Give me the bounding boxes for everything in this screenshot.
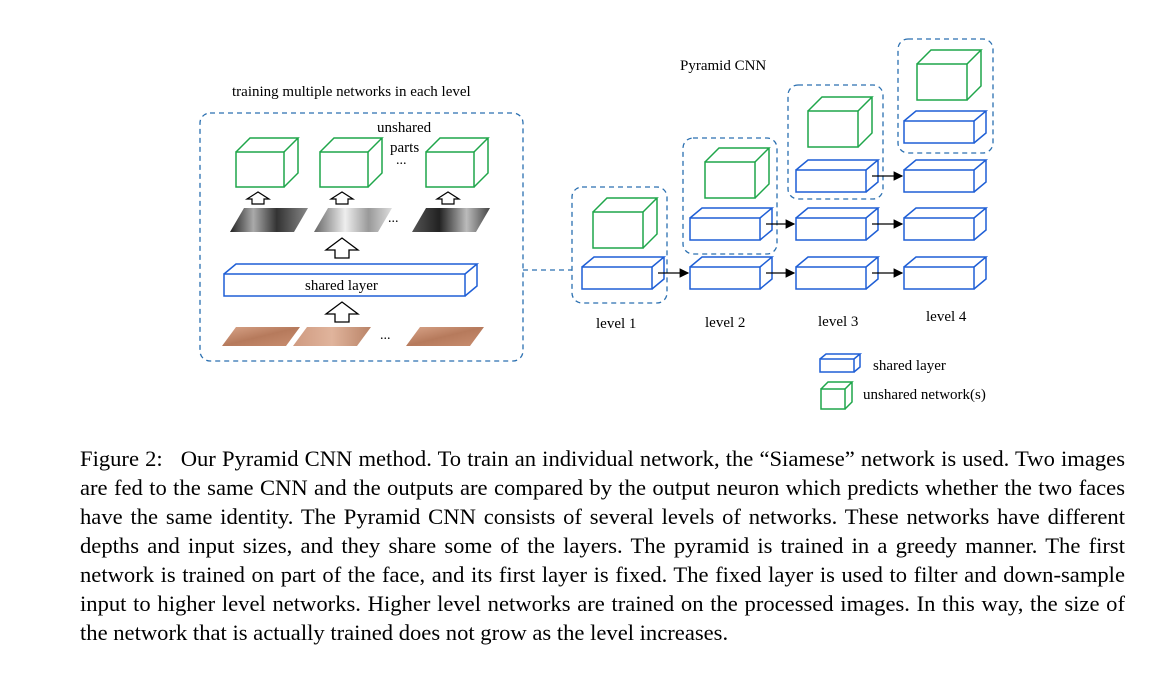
- legend-shared-label: shared layer: [873, 358, 946, 374]
- level-3-unshared-cube: [807, 96, 874, 148]
- caption-label: Figure 2:: [80, 446, 163, 471]
- parts-label: parts: [390, 140, 419, 156]
- level-4-border: [897, 38, 994, 154]
- legend-shared-swatch: [819, 353, 863, 373]
- unshared-cube-2: [319, 137, 384, 188]
- parts-ellipsis: ...: [396, 153, 407, 168]
- caption-text: Our Pyramid CNN method. To train an indi…: [80, 446, 1125, 645]
- level-1-label: level 1: [596, 316, 636, 332]
- pyramid-title: Pyramid CNN: [680, 58, 766, 74]
- left-panel-border: [199, 112, 524, 362]
- face-patch-ellipsis: ...: [380, 328, 391, 343]
- level-4-unshared-cube: [916, 49, 983, 101]
- feature-map-3: [412, 208, 490, 232]
- feature-map-2: [314, 208, 392, 232]
- figure-caption: Figure 2:Our Pyramid CNN method. To trai…: [80, 444, 1125, 647]
- small-up-arrows: [244, 191, 462, 205]
- face-patch-3: [406, 327, 484, 346]
- legend-unshared-label: unshared network(s): [863, 387, 986, 403]
- pyramid-cnn-figure: training multiple networks in each level…: [199, 38, 994, 410]
- level-3-border: [787, 84, 884, 200]
- shared-layer-label: shared layer: [305, 278, 378, 294]
- level-2-label: level 2: [705, 315, 745, 331]
- face-patch-2: [293, 327, 371, 346]
- legend-unshared-swatch: [820, 381, 854, 410]
- level-1-border: [571, 186, 668, 304]
- big-up-arrow-2: [324, 301, 360, 323]
- big-up-arrow-1: [324, 237, 360, 259]
- left-panel-title: training multiple networks in each level: [232, 84, 471, 100]
- unshared-cube-1: [235, 137, 300, 188]
- level-2-unshared-cube: [704, 147, 771, 199]
- level-3-label: level 3: [818, 314, 858, 330]
- face-patch-1: [222, 327, 300, 346]
- shared-slabs: [581, 110, 989, 290]
- feature-map-1: [230, 208, 308, 232]
- unshared-cube-3: [425, 137, 490, 188]
- level-4-label: level 4: [926, 309, 967, 325]
- unshared-label: unshared: [377, 120, 432, 136]
- shared-layer-slab: [223, 263, 480, 297]
- level-1-unshared-cube: [592, 197, 659, 249]
- feature-map-ellipsis: ...: [388, 211, 399, 226]
- level-2-border: [682, 137, 778, 255]
- slab-arrows: [658, 171, 904, 278]
